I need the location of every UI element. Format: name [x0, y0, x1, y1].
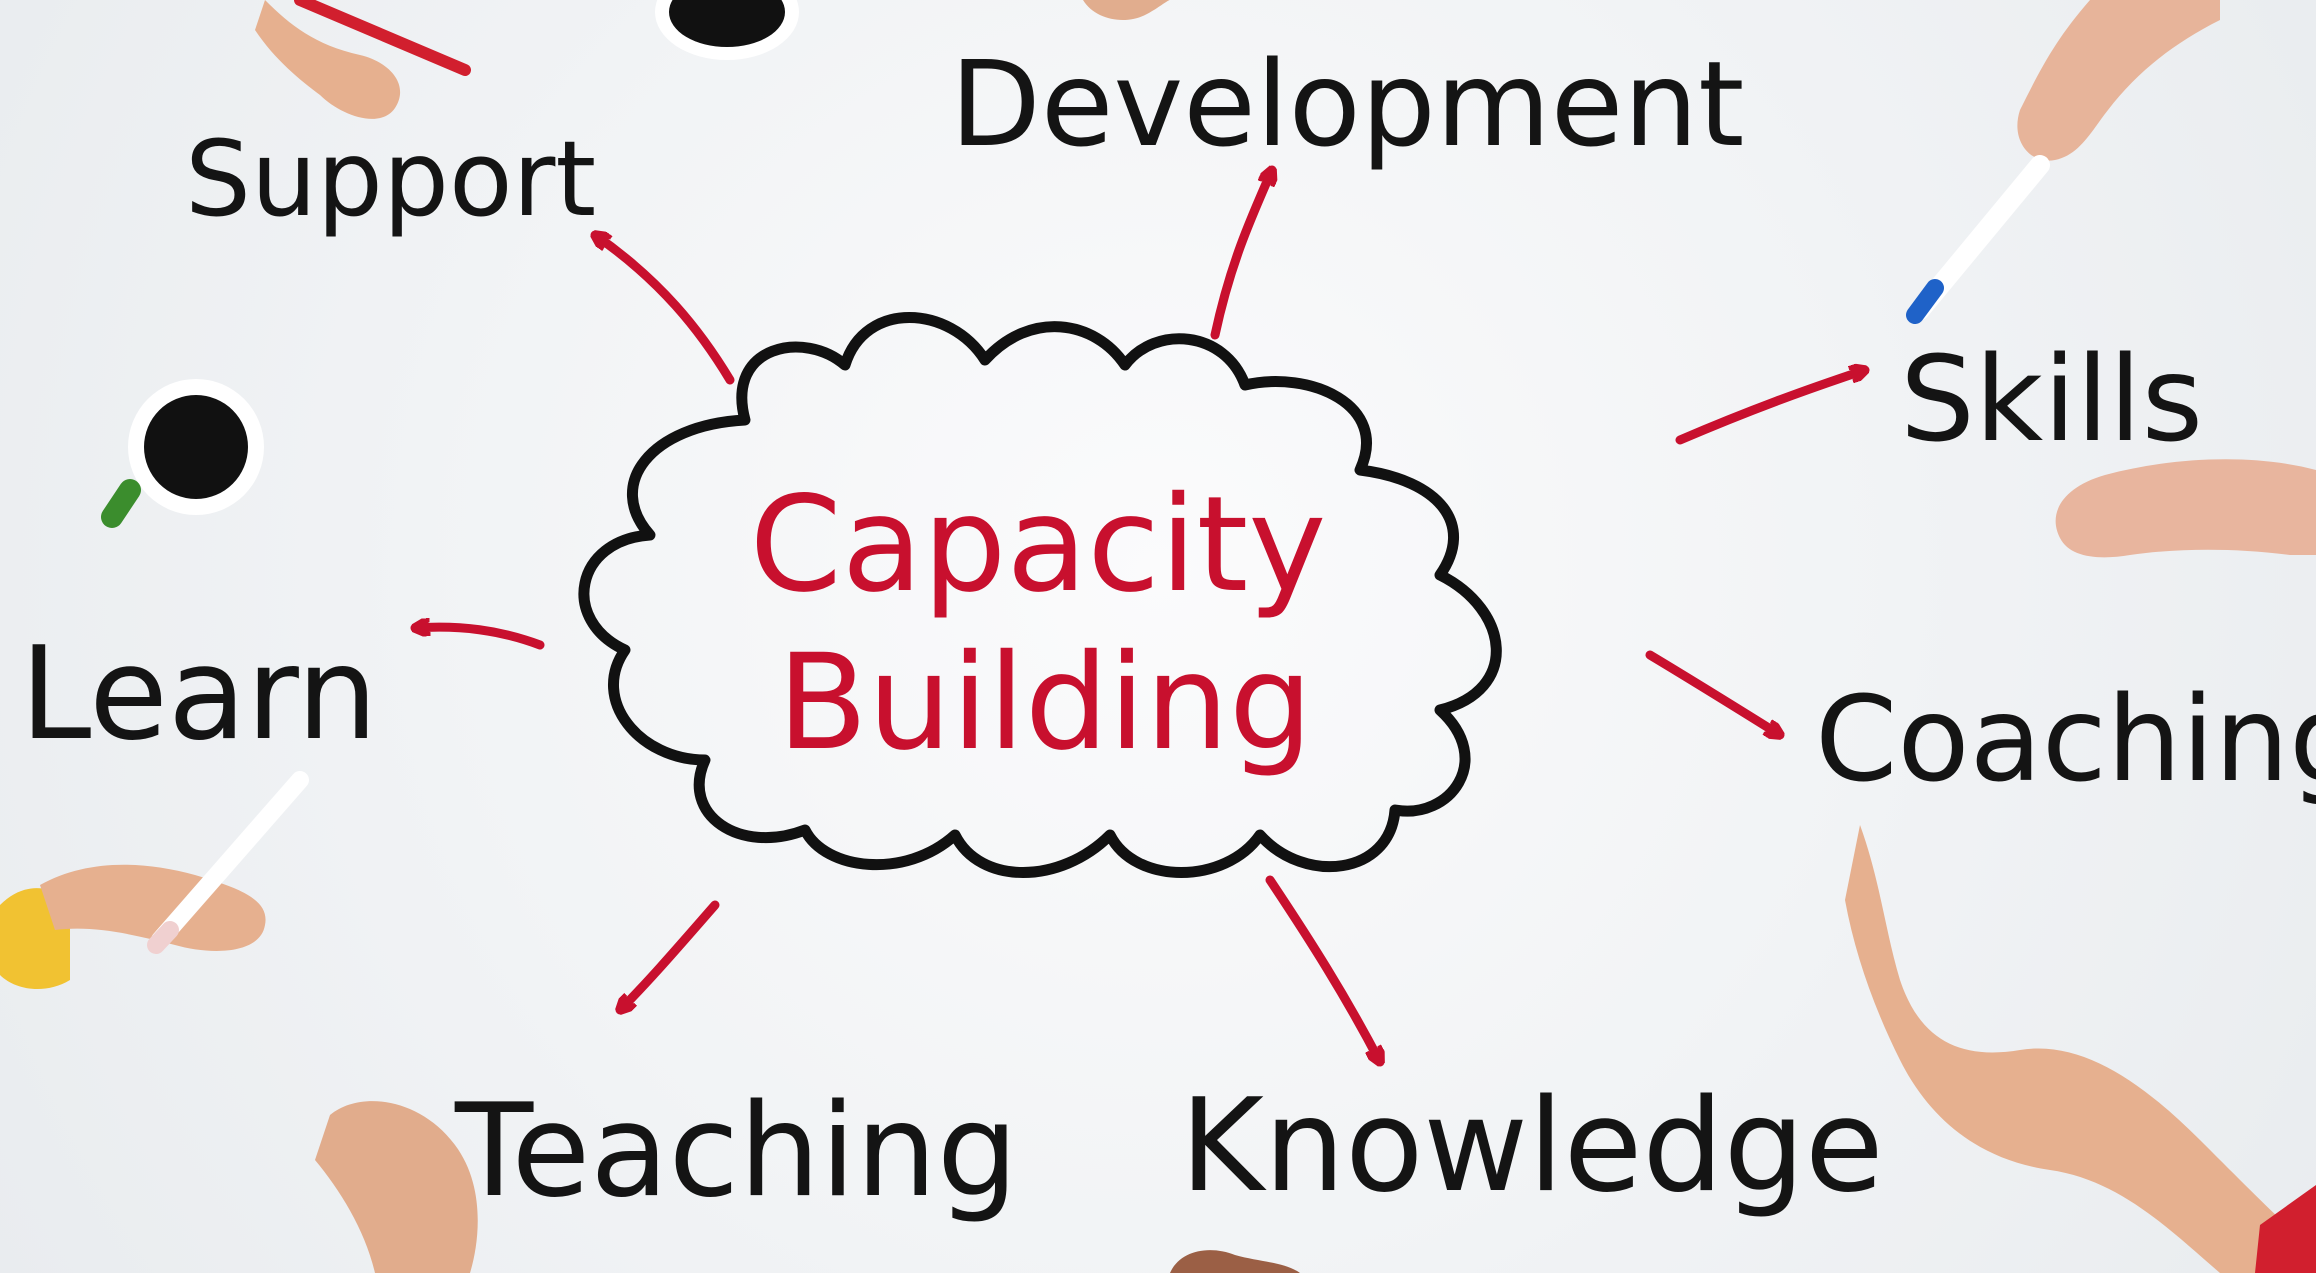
learn-label: Learn	[20, 620, 378, 769]
coaching-label: Coaching	[1815, 670, 2316, 808]
center-title-line2: Building	[777, 626, 1312, 780]
bottom-right-hand	[1845, 825, 2316, 1273]
top-left-hand	[255, 0, 471, 119]
knowledge-label: Knowledge	[1180, 1072, 1884, 1221]
top-left-cup-icon	[655, 0, 799, 60]
arrow-to-development	[1210, 170, 1272, 340]
arrow-to-learn	[410, 627, 545, 650]
skills-label: Skills	[1900, 330, 2203, 468]
left-hand-with-marker	[0, 771, 309, 990]
top-center-hand	[1083, 0, 1180, 20]
arrow-to-support	[595, 235, 735, 385]
bottom-center-hand	[1170, 1250, 1300, 1273]
center-cloud-shape	[578, 312, 1502, 878]
development-label: Development	[950, 35, 1744, 173]
arrow-to-knowledge	[1265, 875, 1380, 1062]
center-title-line1: Capacity	[750, 468, 1327, 622]
top-right-hand	[1906, 0, 2220, 324]
arrow-to-teaching	[620, 900, 720, 1010]
teaching-label: Teaching	[454, 1077, 1018, 1226]
right-hand	[2055, 459, 2316, 558]
arrow-to-skills	[1675, 370, 1865, 445]
arrow-to-coaching	[1645, 650, 1780, 735]
bottom-left-hand	[315, 1101, 478, 1273]
left-coffee-cup-icon	[101, 379, 264, 528]
support-label: Support	[185, 118, 596, 240]
